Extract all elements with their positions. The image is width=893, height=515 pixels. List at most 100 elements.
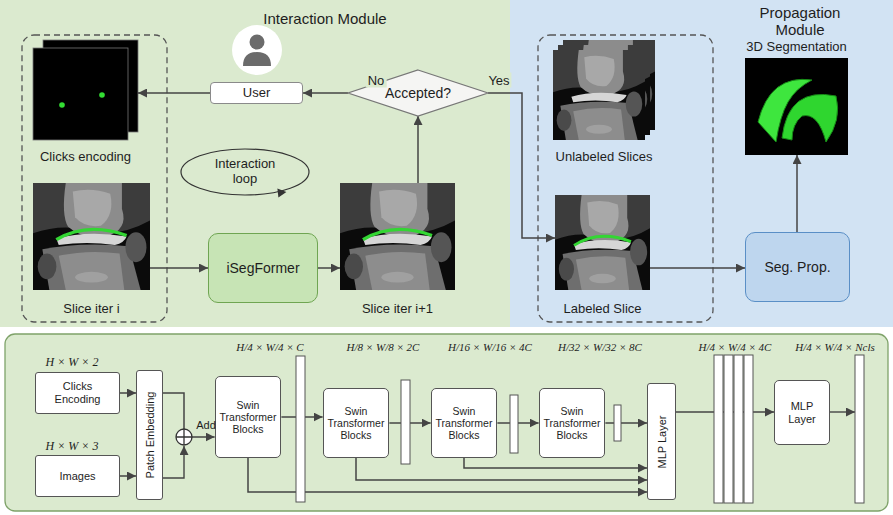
- clicks-map: [33, 48, 128, 140]
- node-label: Accepted?: [385, 85, 451, 101]
- swin-box: Swin Transformer Blocks: [539, 388, 606, 458]
- node-label: Clicks Encoding: [40, 380, 115, 405]
- connector-arrow: [356, 458, 647, 480]
- edge-label: Yes: [486, 73, 511, 88]
- image-panel: Unlabeled Slices: [553, 40, 655, 140]
- connector-arrow: [150, 267, 208, 269]
- loop-outline: [181, 149, 309, 195]
- feature-bar: [614, 405, 621, 441]
- user-icon-head: [250, 35, 265, 50]
- output-wire: [830, 411, 855, 412]
- image-caption: Slice iter i: [63, 302, 119, 317]
- dimension-label: H × W × 3: [46, 439, 99, 454]
- feature-bar: [744, 355, 753, 503]
- swin-box: Swin Transformer Blocks: [215, 376, 282, 458]
- feature-bar: [724, 355, 733, 503]
- mri-slice: [340, 183, 455, 290]
- feature-bar: [401, 380, 410, 464]
- image-panel: Clicks encoding: [33, 40, 138, 140]
- image-caption: Unlabeled Slices: [556, 150, 653, 165]
- connector-arrow: [120, 475, 136, 477]
- dimension-label: H/4 × W/4 × C: [236, 341, 303, 353]
- connector-arrow: [488, 93, 555, 238]
- node-label: Images: [59, 470, 95, 483]
- slices-group-outline: [538, 35, 713, 322]
- feature-bar: [714, 355, 723, 503]
- input-box: Images: [35, 455, 120, 497]
- connector-arrow: [796, 155, 798, 232]
- node-label: MLP Layer: [655, 415, 668, 468]
- node-label: Swin Transformer Blocks: [219, 399, 278, 435]
- node-label: Patch Embedding: [143, 392, 156, 479]
- user-icon-ground: [232, 25, 282, 75]
- connector-arrow: [120, 392, 136, 394]
- swin-box: Swin Transformer Blocks: [431, 388, 498, 458]
- connector-arrow: [303, 92, 348, 94]
- diamond-outline: [348, 70, 488, 116]
- node-label: User: [243, 86, 270, 101]
- node-label: Interaction loop: [204, 157, 286, 187]
- panel-title: Interaction Module: [225, 10, 425, 27]
- layer-box: MLP Layer: [774, 380, 830, 445]
- interaction-panel-ground: [0, 0, 510, 327]
- layer-box: MLP Layer: [647, 383, 676, 500]
- embed-wire: [163, 446, 184, 478]
- image-caption: Slice iter i+1: [362, 302, 433, 317]
- image-panel: 3D Segmentation: [745, 58, 848, 155]
- connector-arrow: [605, 422, 647, 424]
- dimension-label: H/8 × W/8 × 2C: [347, 341, 420, 353]
- dimension-label: H × W × 2: [46, 355, 99, 370]
- mri-slice: [553, 50, 645, 140]
- add-symbol: [176, 429, 192, 445]
- layer-box: Patch Embedding: [136, 370, 163, 500]
- loop-arrowhead: [277, 188, 286, 197]
- panel-title: Propagation Module: [750, 4, 850, 39]
- node-label: iSegFormer: [226, 260, 299, 276]
- user-box: User: [210, 82, 303, 104]
- dimension-label: H/32 × W/32 × 8C: [558, 341, 642, 353]
- operation-label: Add: [196, 419, 216, 431]
- node-label: Swin Transformer Blocks: [543, 405, 602, 441]
- input-box: Clicks Encoding: [35, 372, 120, 414]
- propagation-panel-ground: [510, 0, 893, 327]
- mri-slice: [33, 183, 150, 290]
- node-label: Swin Transformer Blocks: [435, 405, 494, 441]
- node-label: Seg. Prop.: [764, 259, 830, 275]
- module-panel: Interaction ModuleClicks encoding User Acc…: [0, 0, 510, 327]
- image-caption: Labeled Slice: [563, 302, 641, 317]
- input-group-outline: [22, 35, 167, 322]
- user-icon-body: [243, 52, 271, 66]
- image-caption: Clicks encoding: [40, 150, 131, 165]
- feature-bar: [855, 355, 864, 503]
- click-dot: [59, 102, 65, 108]
- node-label: Swin Transformer Blocks: [327, 405, 386, 441]
- dimension-label: H/4 × W/4 × 4C: [699, 341, 772, 353]
- mri-slice: [555, 195, 650, 290]
- architecture-panel: [5, 334, 888, 511]
- connector-arrow: [417, 116, 419, 183]
- connector-arrow: [318, 267, 340, 269]
- dimension-label: H/4 × W/4 × Ncls: [795, 341, 875, 353]
- node-label: MLP Layer: [779, 400, 825, 425]
- render-ground: [745, 58, 848, 155]
- loop-ellipse: Interaction loop: [180, 148, 310, 196]
- model-box: iSegFormer: [208, 233, 318, 303]
- dimension-label: H/16 × W/16 × 4C: [448, 341, 532, 353]
- edge-label: No: [366, 73, 387, 88]
- image-panel: Slice iter i+1: [340, 183, 455, 290]
- feature-bar: [734, 355, 743, 503]
- connector-arrow: [464, 458, 647, 468]
- image-panel: Labeled Slice: [555, 195, 650, 290]
- add-symbol: [176, 429, 192, 445]
- click-dot: [99, 92, 105, 98]
- feature-bar: [510, 395, 518, 453]
- connector-arrow: [650, 267, 745, 269]
- image-caption: 3D Segmentation: [746, 40, 846, 55]
- module-panel: Propagation ModuleUnlabeled Slices 3D Seg…: [510, 0, 893, 327]
- connector-arrow: [138, 92, 210, 94]
- swin-box: Swin Transformer Blocks: [323, 388, 390, 458]
- image-panel: Slice iter i: [33, 183, 150, 290]
- process-box: Seg. Prop.: [745, 232, 850, 302]
